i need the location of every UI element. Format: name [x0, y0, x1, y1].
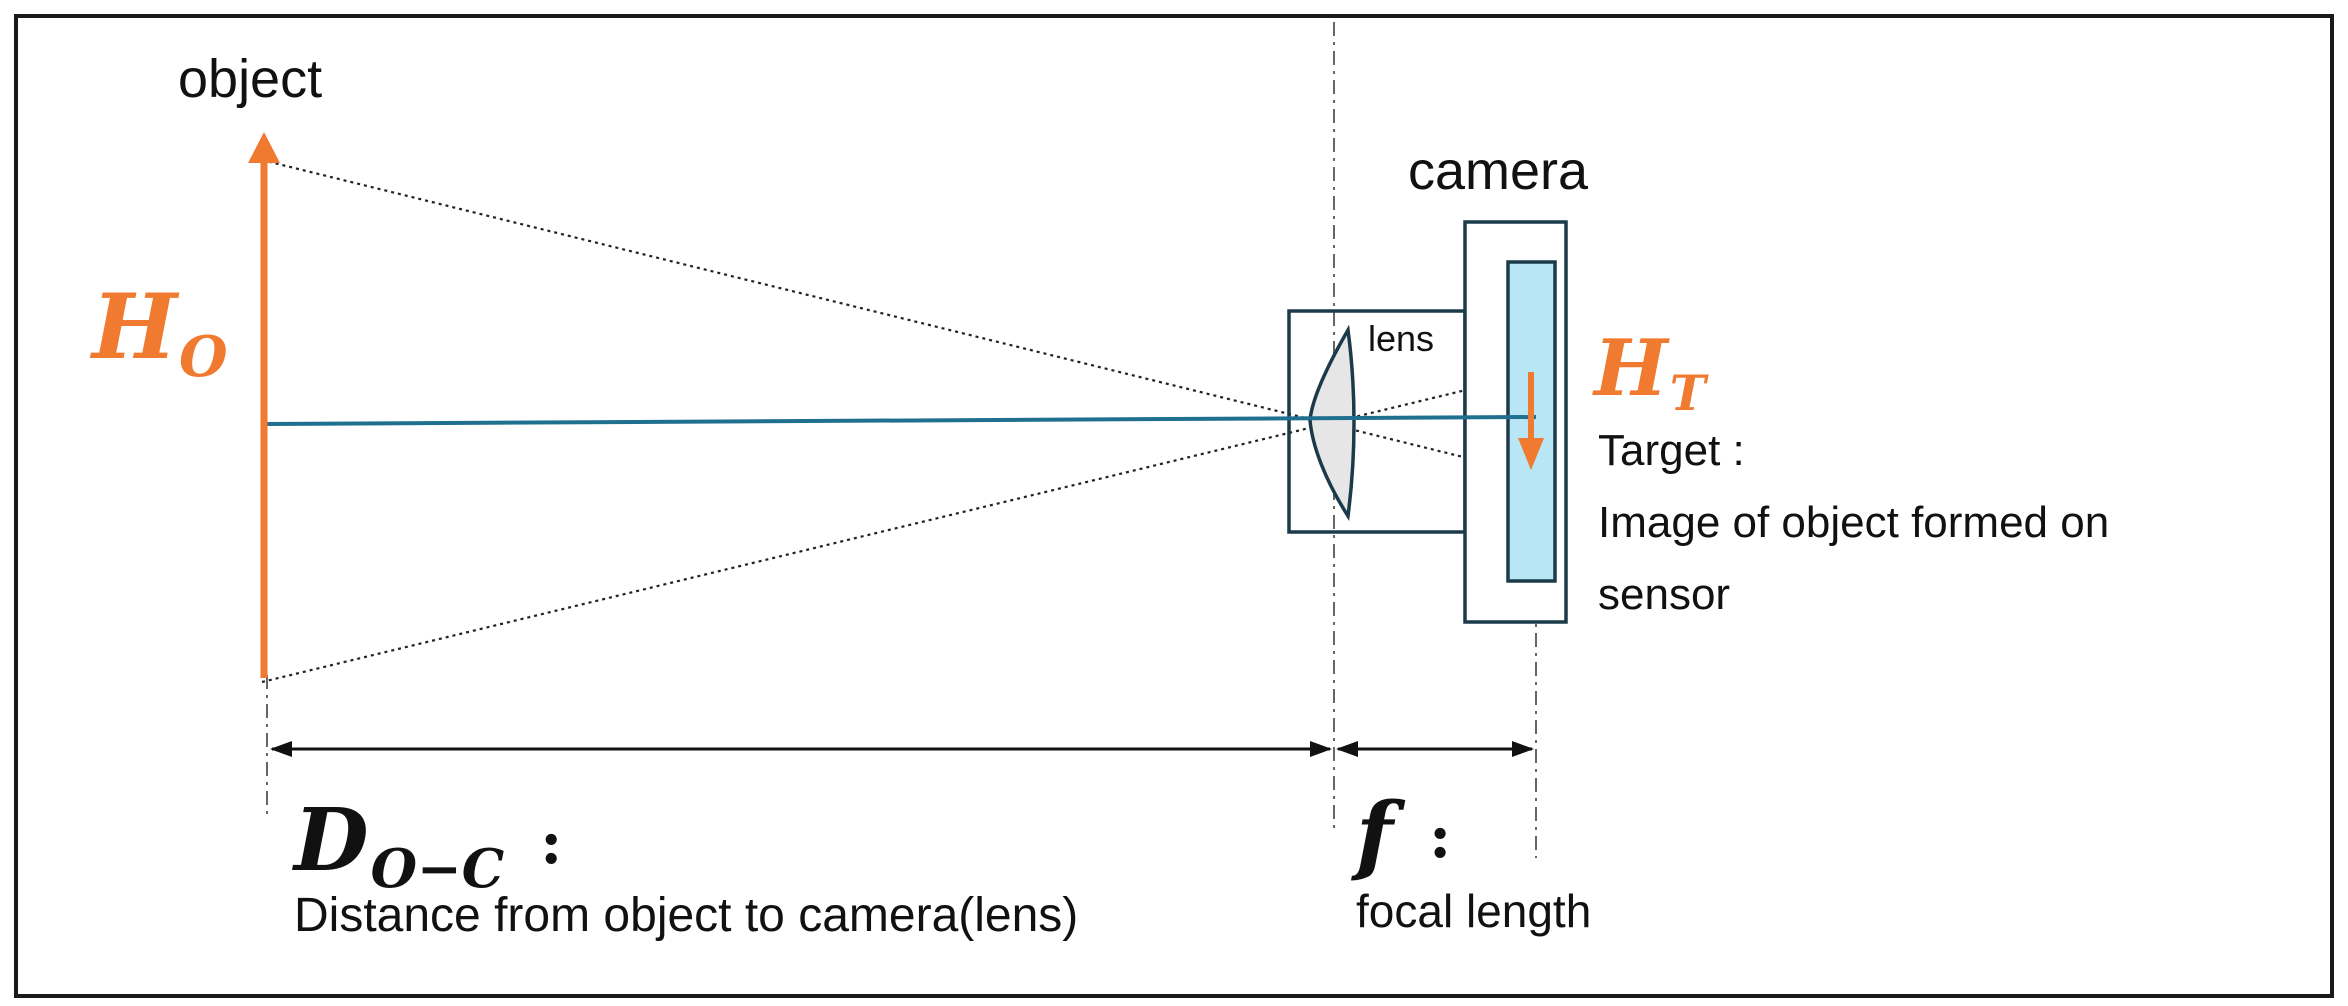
- object-arrowhead: [248, 132, 280, 163]
- object-height-symbol: HO: [92, 282, 228, 385]
- target-height-main: H: [1594, 323, 1668, 414]
- distance-subscript: O−C: [370, 837, 505, 901]
- distance-description: Distance from object to camera(lens): [294, 889, 1079, 942]
- focal-symbol: f:: [1356, 792, 1451, 878]
- target-height-symbol: HT: [1594, 330, 1706, 419]
- distance-colon: :: [540, 806, 563, 878]
- distance-main: D: [294, 790, 369, 891]
- object-height-subscript: O: [179, 324, 228, 390]
- target-description-line2: sensor: [1598, 570, 1731, 619]
- focal-description: focal length: [1356, 885, 1592, 937]
- target-title: Target :: [1598, 426, 1745, 475]
- lens-shape: [1308, 324, 1356, 521]
- target-height-subscript: T: [1669, 366, 1706, 423]
- lens-label: lens: [1368, 318, 1435, 359]
- target-description-line1: Image of object formed on: [1598, 498, 2110, 547]
- camera-label: camera: [1408, 141, 1589, 201]
- optical-axis: [265, 415, 1537, 426]
- focal-main: f: [1356, 784, 1393, 885]
- object-height-main: H: [92, 274, 178, 380]
- focal-colon: :: [1429, 800, 1452, 872]
- diagram-frame: [14, 14, 2334, 998]
- target-arrowhead: [1518, 438, 1544, 470]
- distance-symbol: DO−C:: [294, 798, 563, 896]
- object-label: object: [178, 49, 323, 109]
